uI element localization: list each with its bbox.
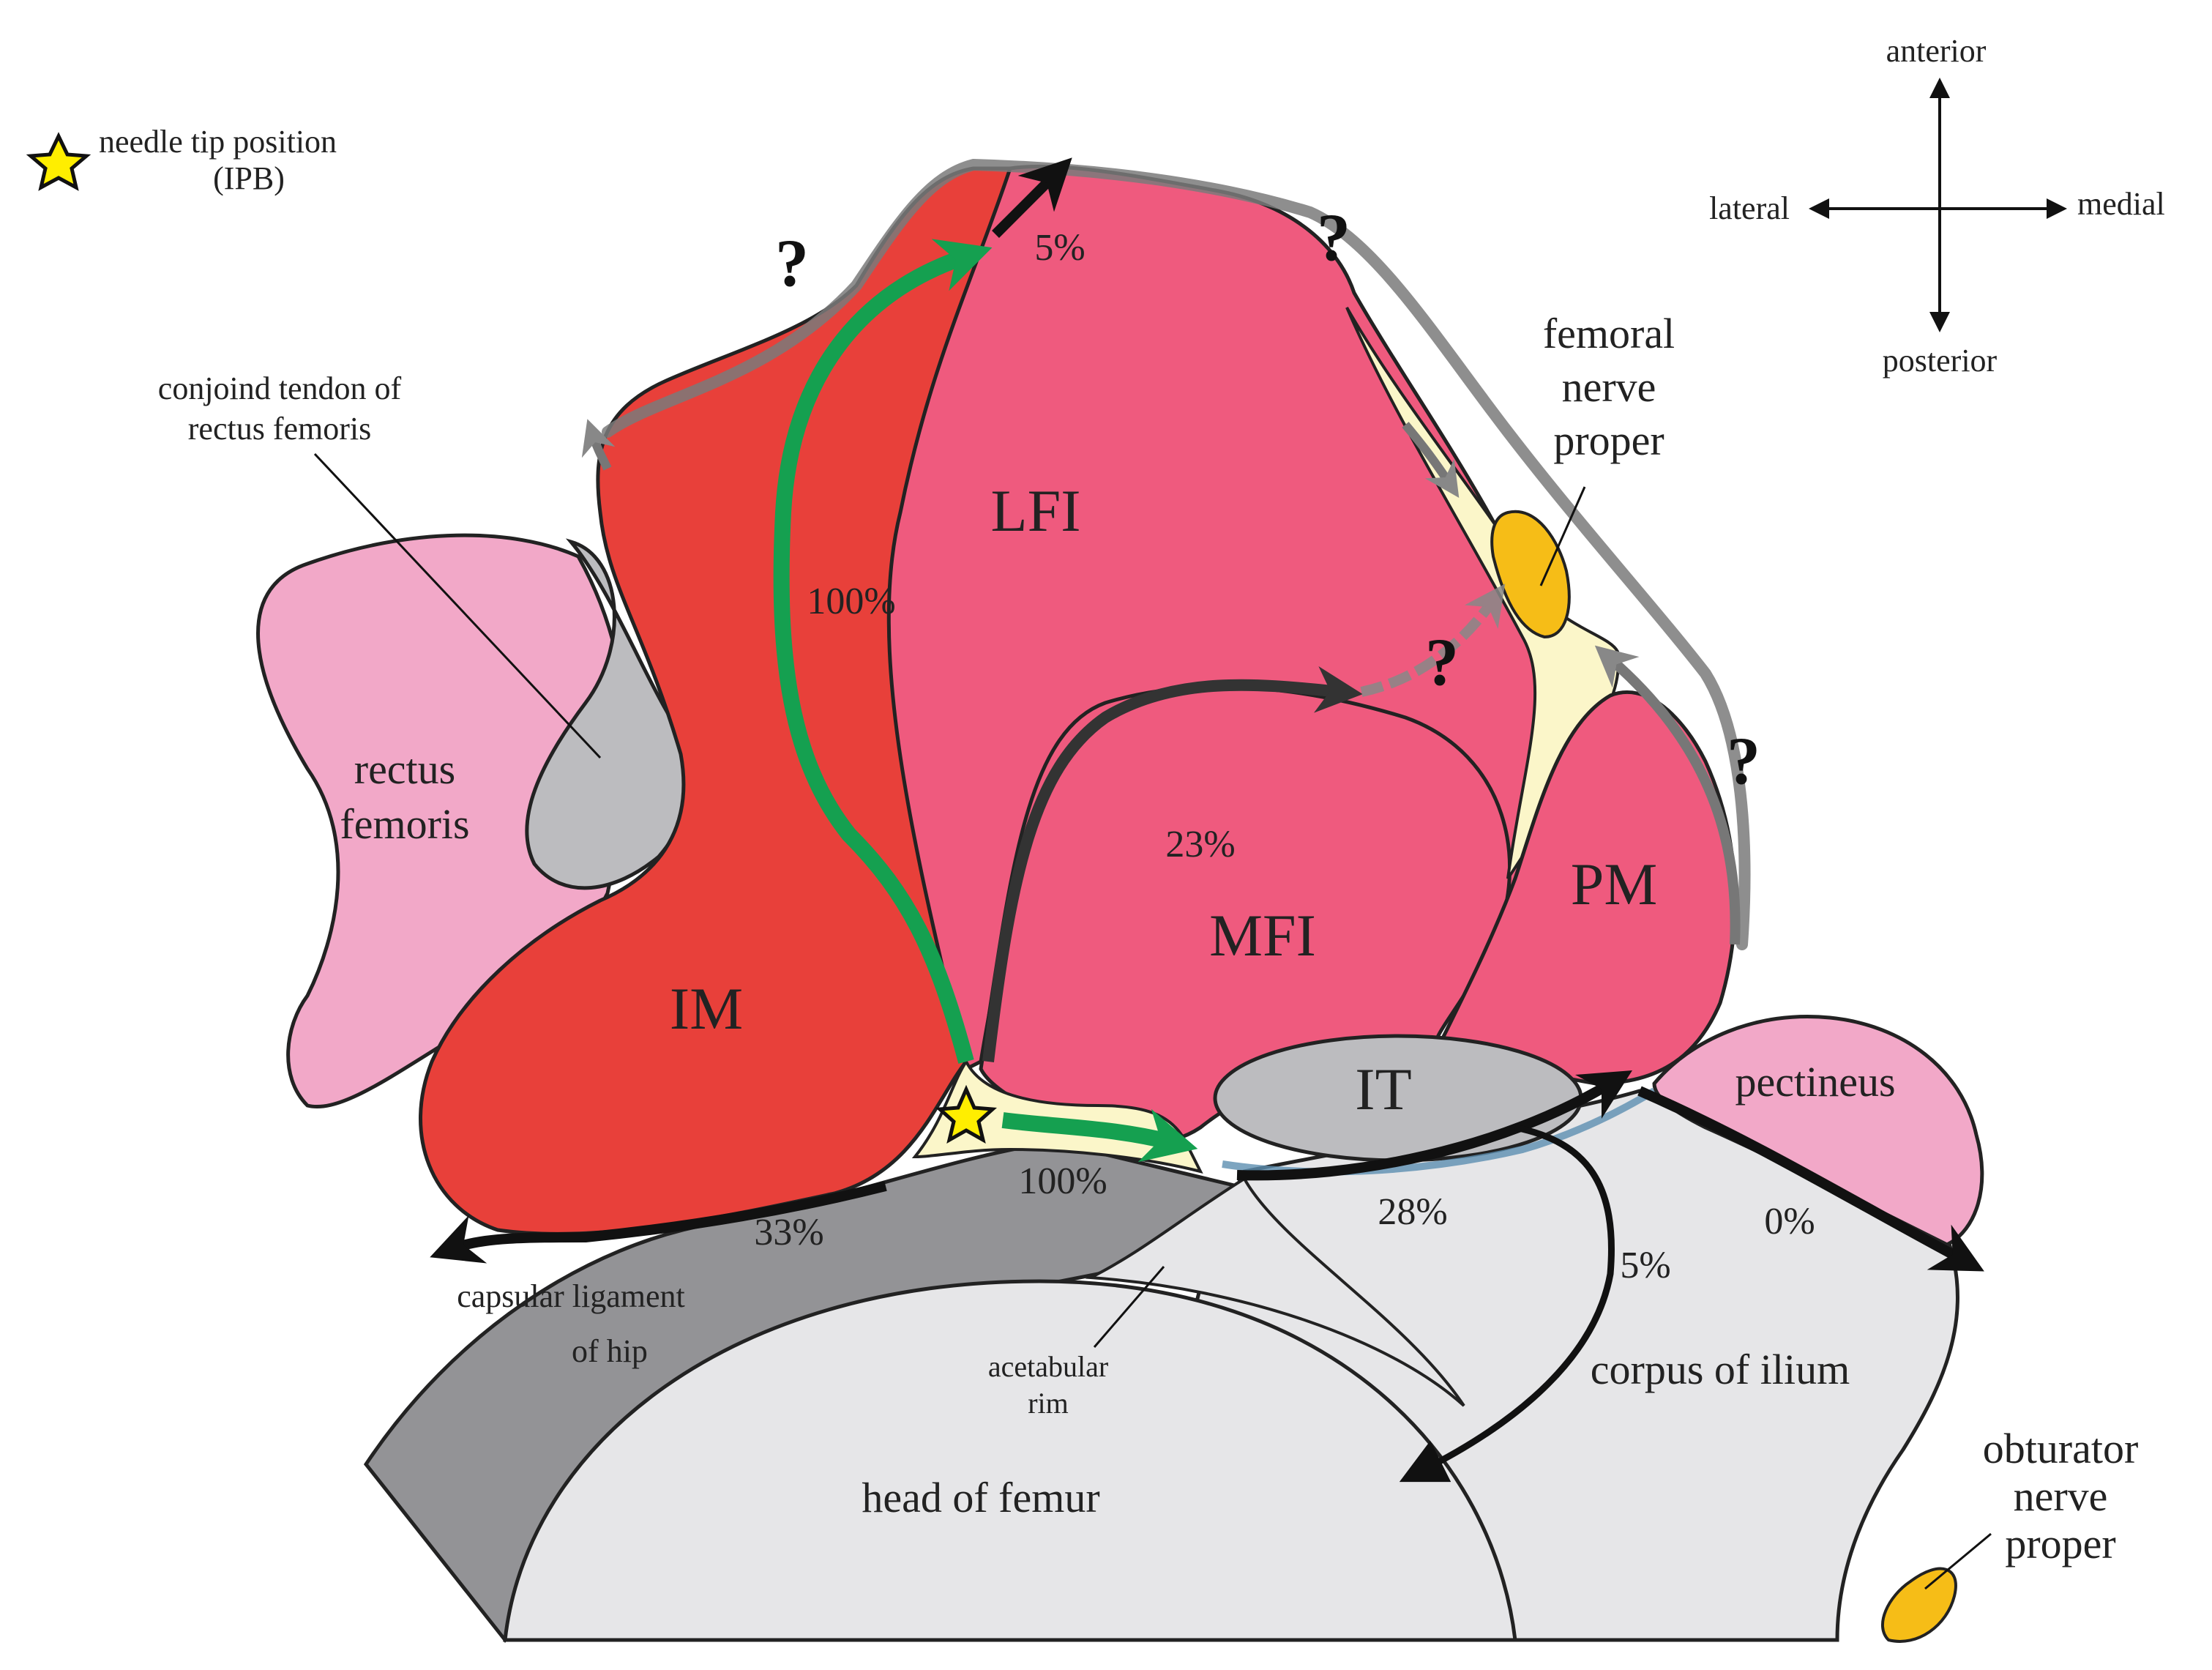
pectineus-spread-arrow — [1637, 1086, 1984, 1272]
lfi-label: LFI — [991, 477, 1081, 544]
im-label: IM — [670, 975, 743, 1042]
pct-pectineus: 0% — [1764, 1201, 1815, 1242]
rectus-femoris-label-line2: femoris — [340, 800, 469, 848]
compass-medial-label: medial — [2077, 186, 2165, 222]
unknown-marker-anterior-medial: ? — [1317, 200, 1350, 275]
pm-label: PM — [1571, 851, 1658, 917]
im-lateral-arrow — [581, 419, 616, 471]
orientation-compass — [1809, 78, 2067, 332]
capsule-needle-path-arrow — [1001, 1108, 1198, 1163]
head-of-femur-label: head of femur — [862, 1474, 1099, 1521]
legend-star-icon — [26, 132, 91, 191]
head-of-femur-shape — [503, 1279, 1517, 1642]
compass-lateral-label: lateral — [1709, 190, 1790, 226]
conjoint-tendon-label-line2: rectus femoris — [188, 411, 371, 447]
pct-capsular: 33% — [754, 1212, 823, 1253]
acetabular-rim-label-line2: rim — [1028, 1387, 1069, 1420]
lfi-needle-path-arrow — [773, 239, 993, 1064]
pm-spread-arrow — [1594, 645, 1741, 945]
obturator-nerve-shape — [1880, 1567, 1957, 1643]
capsular-ligament-label-line2: of hip — [572, 1333, 648, 1369]
unknown-marker-mfi: ? — [1425, 625, 1459, 699]
pct-lfi-track: 100% — [807, 581, 895, 622]
femoral-nerve-label-line3: proper — [1553, 417, 1664, 464]
pct-im-capsule: 100% — [1018, 1160, 1107, 1202]
capsular-spread-arrow — [430, 1181, 887, 1264]
femoral-nerve-shape — [1490, 510, 1571, 639]
obturator-nerve-leader — [1924, 1532, 1992, 1590]
obturator-nerve-label-line1: obturator — [1983, 1425, 2139, 1472]
mfi-spread-arrow — [982, 666, 1363, 1062]
compass-anterior-label: anterior — [1886, 33, 1987, 69]
capsular-ligament-label-line1: capsular ligament — [457, 1278, 685, 1314]
obturator-nerve-label-line2: nerve — [2014, 1472, 2108, 1520]
pectineus-label: pectineus — [1735, 1058, 1895, 1106]
it-label: IT — [1355, 1056, 1411, 1122]
conjoint-tendon-label-line1: conjoind tendon of — [158, 370, 402, 406]
acetabular-rim-label-line1: acetabular — [988, 1350, 1108, 1383]
corpus-of-ilium-label: corpus of ilium — [1591, 1346, 1850, 1393]
acetabular-rim-leader — [1093, 1266, 1165, 1348]
lfi-medial-arrow — [1402, 422, 1460, 498]
pct-anterior-lfi: 5% — [1034, 227, 1085, 269]
femoral-nerve-leader — [1539, 486, 1586, 586]
pct-corpus-deep: 5% — [1620, 1245, 1670, 1286]
compass-posterior-label: posterior — [1883, 343, 1998, 379]
conjoint-tendon-leader — [313, 452, 602, 759]
anterior-spread-arrow — [992, 157, 1072, 238]
unknown-marker-pm: ? — [1727, 723, 1760, 798]
conjoint-tendon-shape — [525, 538, 692, 890]
femoral-nerve-label-line2: nerve — [1562, 363, 1656, 411]
mfi-to-nerve-arrow — [1360, 584, 1506, 697]
pct-mfi-track: 23% — [1165, 824, 1235, 865]
pct-it-posterior: 28% — [1378, 1191, 1447, 1233]
obturator-nerve-label-line3: proper — [2005, 1520, 2115, 1568]
needle-tip-star-icon — [935, 1084, 998, 1144]
legend-star-label-line1: needle tip position — [99, 124, 337, 160]
anterior-fascia-line — [602, 158, 1751, 950]
legend-star-label-line2: (IPB) — [213, 160, 285, 196]
corpus-deep-arrow — [1399, 1124, 1615, 1483]
it-posterior-arrow — [1236, 1070, 1633, 1181]
femoral-nerve-label-line1: femoral — [1543, 310, 1675, 357]
mfi-label: MFI — [1209, 902, 1316, 969]
acetabular-rim-shape — [1085, 1177, 1465, 1407]
unknown-marker-lateral: ? — [775, 225, 809, 300]
rectus-femoris-label-line1: rectus — [354, 745, 456, 793]
